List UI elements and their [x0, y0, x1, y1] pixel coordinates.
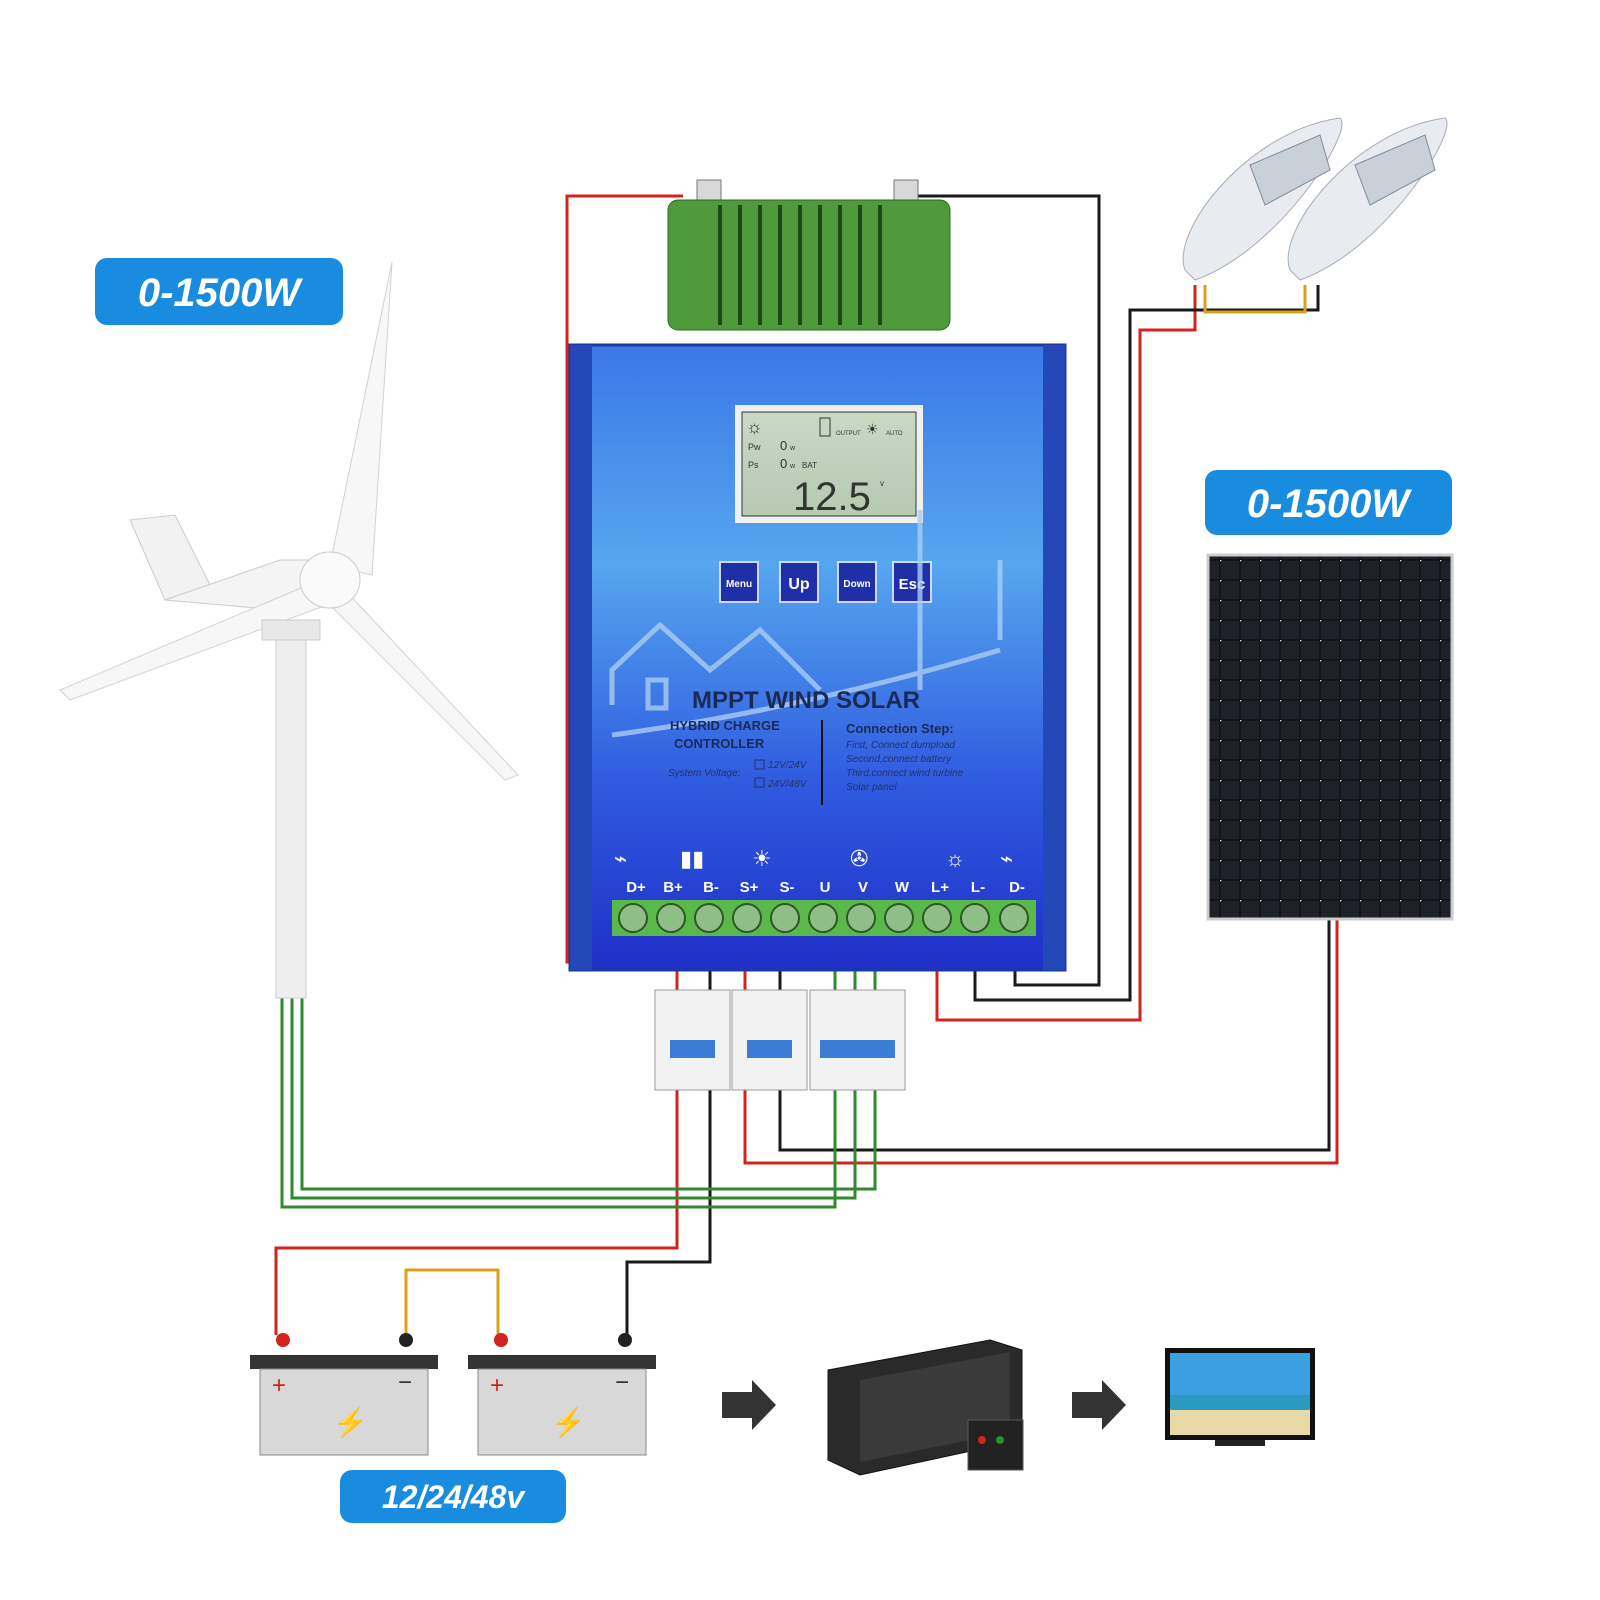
lcd-display: ☼ Pw Ps 0 0 w w BAT OUTPUT ☀ AUTO 12.5 v — [735, 405, 923, 523]
resistor-icon: ⌁ — [1000, 846, 1013, 871]
down-button[interactable]: Down — [837, 561, 877, 603]
wire-dumpload-minus — [915, 194, 1101, 987]
svg-text:Third,connect wind turbine: Third,connect wind turbine — [846, 768, 964, 779]
svg-text:BAT: BAT — [802, 461, 817, 470]
solar-icon: ☀ — [752, 846, 772, 871]
battery-icon: + − ⚡ — [468, 1333, 656, 1456]
svg-text:V: V — [858, 879, 868, 896]
up-button[interactable]: Up — [779, 561, 819, 603]
svg-text:w: w — [789, 463, 796, 470]
wire-solar-minus — [778, 920, 1331, 1152]
svg-text:S+: S+ — [740, 879, 759, 896]
solar-panel-icon — [1206, 553, 1454, 921]
house-graphic — [609, 510, 1003, 738]
battery-icon: + − ⚡ — [250, 1333, 438, 1456]
svg-text:+: + — [272, 1372, 286, 1399]
svg-text:First, Connect dumpload: First, Connect dumpload — [846, 740, 955, 751]
breaker-solar — [731, 989, 808, 1091]
wire-load-minus — [973, 285, 1320, 1002]
wire-wind-u — [280, 995, 837, 1209]
svg-text:L-: L- — [971, 879, 985, 896]
svg-text:12/24/48v: 12/24/48v — [382, 1479, 527, 1515]
wire-battery-link — [404, 1268, 500, 1335]
svg-text:−: − — [398, 1369, 412, 1396]
wire-battery-plus — [274, 970, 679, 1335]
breaker-battery — [654, 989, 731, 1091]
circuit-breaker-icon — [654, 989, 906, 1091]
svg-text:Solar panel: Solar panel — [846, 782, 897, 793]
svg-text:⚡: ⚡ — [333, 1406, 368, 1439]
svg-text:U: U — [820, 879, 831, 896]
wire-battery-minus — [625, 970, 712, 1335]
menu-button[interactable]: Menu — [719, 561, 759, 603]
svg-text:v: v — [880, 479, 884, 488]
inverter-icon — [827, 1339, 1024, 1476]
svg-text:CONTROLLER: CONTROLLER — [674, 736, 765, 751]
svg-text:Menu: Menu — [726, 579, 752, 590]
svg-text:+: + — [490, 1372, 504, 1399]
svg-text:Ps: Ps — [748, 460, 759, 470]
svg-text:w: w — [789, 445, 796, 452]
svg-text:0-1500W: 0-1500W — [1247, 482, 1413, 526]
battery-voltage-label: 12/24/48v — [340, 1470, 566, 1523]
arrow-right-icon — [1072, 1380, 1126, 1430]
wire-load-plus — [935, 285, 1197, 1022]
sun-icon: ☼ — [746, 417, 763, 437]
wire-lamp-link — [1203, 285, 1307, 314]
wind-turbine-icon — [59, 261, 519, 999]
svg-text:0-1500W: 0-1500W — [138, 271, 304, 315]
wire-wind-v — [290, 995, 857, 1200]
lamp-icon: ☼ — [945, 846, 965, 871]
svg-text:Down: Down — [843, 579, 870, 590]
voltage-checkbox-2 — [754, 777, 765, 788]
svg-text:W: W — [895, 879, 910, 896]
television-icon — [1165, 1348, 1315, 1446]
svg-text:Second,connect battery: Second,connect battery — [846, 754, 952, 765]
dump-load-resistor-icon — [667, 179, 951, 331]
svg-text:12V/24V: 12V/24V — [768, 760, 808, 771]
wire-wind-w — [300, 995, 877, 1191]
svg-text:HYBRID CHARGE: HYBRID CHARGE — [670, 718, 780, 733]
charge-controller: ☼ Pw Ps 0 0 w w BAT OUTPUT ☀ AUTO 12.5 v… — [568, 343, 1067, 972]
esc-button[interactable]: Esc — [892, 561, 932, 603]
bulb-icon: ☀ — [866, 421, 879, 437]
voltage-checkbox-1 — [754, 759, 765, 770]
battery-icon: ▮▮ — [680, 846, 704, 871]
svg-text:−: − — [615, 1369, 629, 1396]
svg-text:B-: B- — [703, 879, 719, 896]
wires — [274, 194, 1339, 1335]
svg-text:Pw: Pw — [748, 442, 761, 452]
street-lamp-icon — [1182, 117, 1448, 281]
svg-text:⚡: ⚡ — [551, 1406, 586, 1439]
wire-solar-plus — [743, 920, 1339, 1165]
svg-text:D-: D- — [1009, 879, 1025, 896]
svg-text:OUTPUT: OUTPUT — [836, 431, 861, 437]
svg-text:Up: Up — [788, 576, 810, 593]
svg-text:0: 0 — [780, 456, 787, 471]
svg-text:Connection Step:: Connection Step: — [846, 721, 954, 736]
svg-text:B+: B+ — [663, 879, 683, 896]
svg-text:0: 0 — [780, 438, 787, 453]
fan-icon: ✇ — [850, 846, 868, 871]
svg-text:MPPT WIND SOLAR: MPPT WIND SOLAR — [692, 687, 920, 714]
svg-text:AUTO: AUTO — [886, 431, 903, 437]
resistor-icon: ⌁ — [614, 846, 627, 871]
arrow-right-icon — [722, 1380, 776, 1430]
breaker-wind — [809, 989, 906, 1091]
terminal-block — [612, 900, 1036, 936]
solar-power-label: 0-1500W — [1205, 470, 1452, 535]
svg-text:S-: S- — [780, 879, 795, 896]
terminal-labels: D+ B+ B- S+ S- U V W L+ L- D- — [626, 879, 1025, 896]
svg-text:System Voltage:: System Voltage: — [668, 768, 741, 779]
wind-power-label: 0-1500W — [95, 258, 343, 325]
svg-text:D+: D+ — [626, 879, 646, 896]
svg-text:L+: L+ — [931, 879, 949, 896]
svg-text:12.5: 12.5 — [793, 475, 871, 519]
svg-text:24V/48V: 24V/48V — [767, 779, 808, 790]
battery-level-icon — [819, 417, 831, 437]
